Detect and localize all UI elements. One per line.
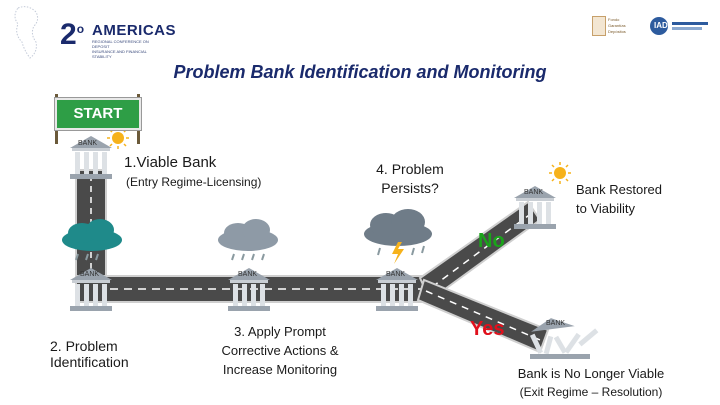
stage-not-viable-line-2: (Exit Regime – Resolution) [519,385,663,399]
bank-label-identification: BANK [80,271,100,278]
stage-persists-label: 4. Problem Persists? [360,160,460,198]
bank-icon-identification [70,268,112,311]
logo-number: 2 [60,18,77,51]
partner-logo-fogade: Fondo Garantías Depósitos [592,16,640,38]
shield-icon [592,16,606,36]
stage-prompt-line-1: 3. Apply Prompt [234,324,326,339]
branch-no-label: No [478,230,505,252]
logo-name: AMERICAS [92,22,177,39]
partner-1-line-3: Depósitos [608,29,626,34]
stage-identification-label: 2. Problem Identification [50,338,129,370]
bank-label-viable: BANK [78,140,98,147]
bank-icon-persists [376,268,418,311]
bank-label-prompt: BANK [238,271,258,278]
stage-restored-line-1: Bank Restored [576,182,662,197]
bank-icon-prompt [228,268,270,311]
conference-logo-text: AMERICAS REGIONAL CONFERENCE ON DEPOSIT … [92,22,177,59]
sun-icon-restored [549,162,571,184]
stage-not-viable-line-1: Bank is No Longer Viable [517,366,665,381]
rain-cloud-icon-identification [62,219,122,261]
stage-viable-title: 1.Viable Bank [124,154,217,171]
stage-identification-line-1: 2. Problem [50,338,118,354]
partner-logo-iadi: IADI [650,16,710,38]
collapsed-bank-icon [529,318,599,359]
bank-label-persists: BANK [386,271,406,278]
page-title: Problem Bank Identification and Monitori… [173,62,547,82]
bank-icon-restored [514,186,556,229]
logo-ordinal: o [76,22,85,36]
partner-1-line-1: Fondo [608,17,620,22]
stage-prompt-label: 3. Apply Prompt Corrective Actions & Inc… [200,322,360,379]
partner-2-name: IADI [654,21,670,30]
stage-prompt-line-2: Corrective Actions & [221,343,339,358]
storm-cloud-icon-persists [364,209,432,264]
conference-logo: 2o [60,18,84,52]
americas-map-icon [14,6,39,59]
stage-restored-label: Bank Restored to Viability [576,180,662,218]
stage-persists-line-1: 4. Problem [376,161,444,177]
logo-sub-2: INSURANCE AND FINANCIAL [92,49,147,54]
partner-1-line-2: Garantías [608,23,626,28]
stage-not-viable-label: Bank is No Longer Viable (Exit Regime – … [496,364,686,402]
sun-icon-viable [107,127,129,149]
rain-cloud-icon-prompt [218,219,278,261]
bank-icon-viable [70,136,112,179]
stage-persists-line-2: Persists? [381,180,439,196]
stage-viable-subtitle: (Entry Regime-Licensing) [126,175,262,189]
bank-label-failed: BANK [546,320,566,327]
branch-yes-label: Yes [470,318,505,340]
logo-sub-3: STABILITY [92,54,112,59]
bank-label-restored: BANK [524,189,544,196]
stage-prompt-line-3: Increase Monitoring [222,362,338,377]
globe-icon [650,17,668,35]
stage-restored-line-2: to Viability [576,201,636,216]
logo-sub-1: REGIONAL CONFERENCE ON DEPOSIT [92,39,149,49]
start-sign: START [55,98,141,130]
stage-identification-line-2: Identification [50,354,129,370]
